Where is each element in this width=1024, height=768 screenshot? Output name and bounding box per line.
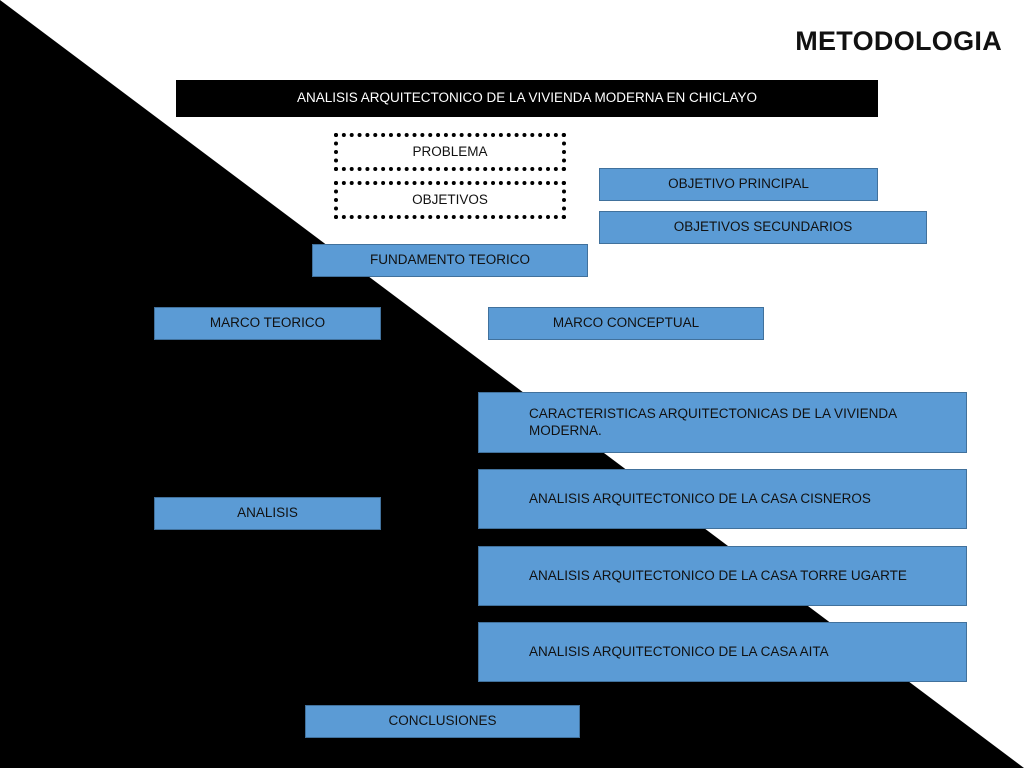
analysis-item-casa-torre-ugarte: ANALISIS ARQUITECTONICO DE LA CASA TORRE… xyxy=(478,546,967,606)
header-box: ANALISIS ARQUITECTONICO DE LA VIVIENDA M… xyxy=(176,80,878,117)
analisis-box: ANALISIS xyxy=(154,497,381,530)
objetivos-box: OBJETIVOS xyxy=(334,181,566,219)
analysis-item-casa-cisneros: ANALISIS ARQUITECTONICO DE LA CASA CISNE… xyxy=(478,469,967,529)
marco-conceptual-box: MARCO CONCEPTUAL xyxy=(488,307,764,340)
fundamento-teorico-box: FUNDAMENTO TEORICO xyxy=(312,244,588,277)
analysis-item-caracteristicas: CARACTERISTICAS ARQUITECTONICAS DE LA VI… xyxy=(478,392,967,453)
objetivos-secundarios-box: OBJETIVOS SECUNDARIOS xyxy=(599,211,927,244)
page-title: METODOLOGIA xyxy=(795,26,1002,56)
problema-box: PROBLEMA xyxy=(334,133,566,171)
analysis-item-casa-aita: ANALISIS ARQUITECTONICO DE LA CASA AITA xyxy=(478,622,967,682)
objetivo-principal-box: OBJETIVO PRINCIPAL xyxy=(599,168,878,201)
marco-teorico-box: MARCO TEORICO xyxy=(154,307,381,340)
conclusiones-box: CONCLUSIONES xyxy=(305,705,580,738)
